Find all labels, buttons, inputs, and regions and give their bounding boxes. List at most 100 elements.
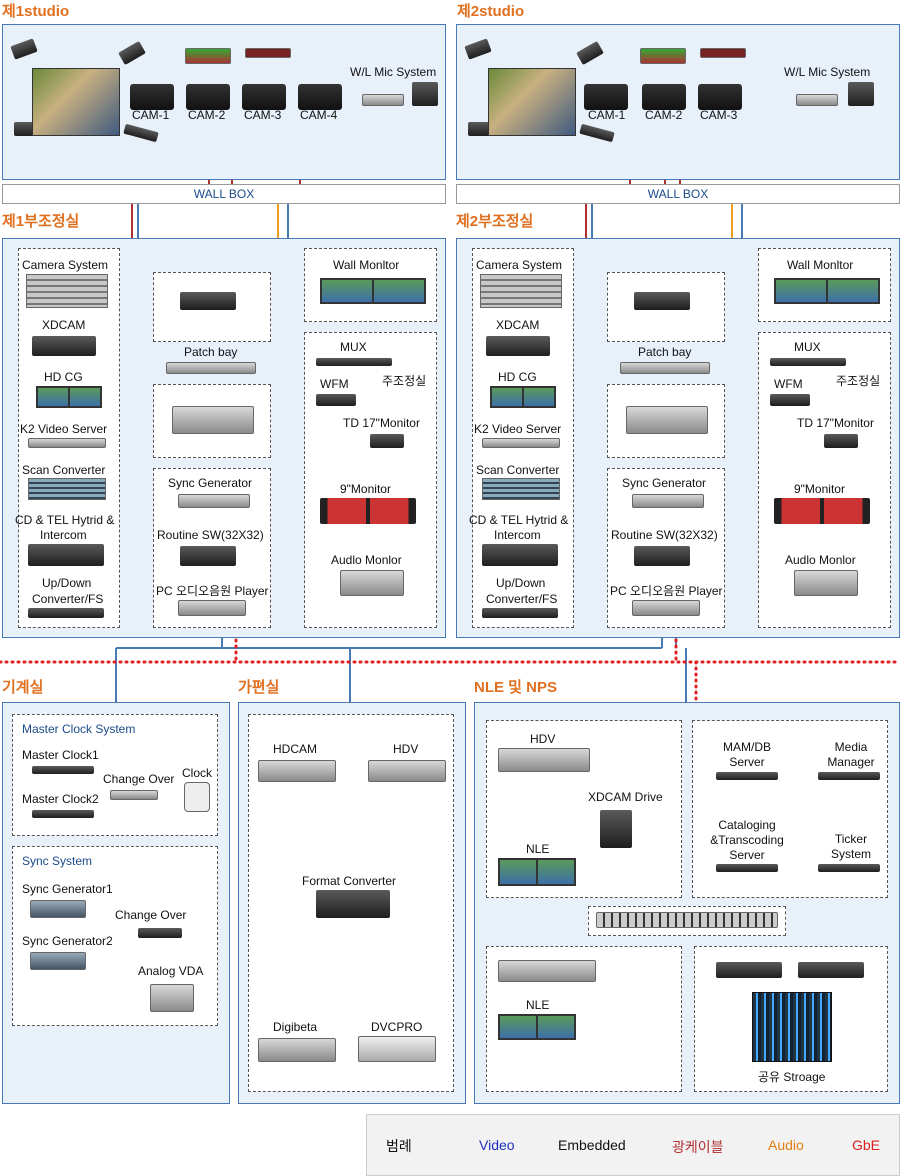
hd-cg-monitor [490,386,524,408]
mux-label: MUX [340,340,367,354]
master-clock2-device [32,810,94,818]
wall-box-2: WALL BOX [456,184,900,204]
mux-device [770,358,846,366]
pc-audio-device [178,600,246,616]
wl-mic-label: W/L Mic System [350,65,437,79]
camera-system-device [480,274,562,308]
camera-system-device [26,274,108,308]
tally-display-icon [245,48,291,58]
change-over2-label: Change Over [115,908,187,922]
clock-label: Clock [182,766,213,780]
converter-fs-label: Converter/FS [486,592,558,606]
wall-monitor-screen [826,278,880,304]
routine-sw-device [180,546,236,566]
digibeta-device [258,1038,336,1062]
camera-icon [186,84,230,110]
cataloging-label: &Transcoding [710,833,784,847]
mux-device [316,358,392,366]
console-device [172,406,254,434]
cam-label: CAM-2 [188,108,226,122]
td-monitor-label: TD 17"Monitor [343,416,420,430]
hd-cg-monitor [68,386,102,408]
legend-title: 범례 [386,1138,412,1154]
dvcpro-device [358,1036,436,1062]
routine-sw-label: Routine SW(32X32) [611,528,718,542]
camera-icon [698,84,742,110]
hd-cg-label: HD CG [44,370,83,384]
intercom-label: Intercom [494,528,541,542]
master-clock2-label: Master Clock2 [22,792,99,806]
sync-gen1-label: Sync Generator1 [22,882,113,896]
dvcpro-label: DVCPRO [371,1020,423,1034]
gbe-switch-device [596,912,778,928]
camera-icon [298,84,342,110]
nle1-label: NLE [526,842,550,856]
analog-vda-label: Analog VDA [138,964,204,978]
main-control-label: 주조정실 [382,374,427,388]
xdcam-drive-device [600,810,632,848]
main-control-label: 주조정실 [836,374,881,388]
speaker-icon [848,82,874,106]
cam-label: CAM-1 [132,108,170,122]
audio-monitor-device [794,570,858,596]
clock-icon [184,782,210,812]
sync-gen-label: Sync Generator [168,476,253,490]
scan-converter-device [28,478,106,500]
analog-vda-device [150,984,194,1012]
cd-tel-label: CD & TEL Hytrid & [15,513,115,527]
format-converter-device [316,890,390,918]
hdv-label: HDV [393,742,419,756]
nle-hdv-device [498,748,590,772]
media-manager-label: Manager [827,755,875,769]
cataloging-label: Server [729,848,765,862]
camera-icon [584,84,628,110]
digibeta-label: Digibeta [273,1020,318,1034]
hd-cg-label: HD CG [498,370,537,384]
nine-monitor-label: 9"Monitor [794,482,845,496]
speaker-icon [412,82,438,106]
mam-label: Server [729,755,765,769]
sync-gen-device [632,494,704,508]
audio-monitor-device [340,570,404,596]
switcher-box [607,272,725,342]
wl-mic-label: W/L Mic System [784,65,871,79]
audio-monitor-label: Audlo Monlor [785,553,856,567]
updown-label: Up/Down [42,576,92,590]
xdcam-device [32,336,96,356]
scan-converter-label: Scan Converter [476,463,560,477]
tally-display-icon [640,48,686,64]
sub-title: 제2부조정실 [456,213,534,230]
wfm-device [770,394,810,406]
patch-bay-label: Patch bay [638,345,692,359]
cataloging-server-device [716,864,778,872]
legend-embedded: Embedded [558,1137,626,1153]
wall-monitor-label: Wall Monltor [787,258,854,272]
change-over-device [110,790,158,800]
scan-converter-device [482,478,560,500]
change-over2-device [138,928,182,938]
legend-gbe: GbE [852,1137,881,1153]
master-clock1-label: Master Clock1 [22,748,99,762]
switcher-device [634,292,690,310]
xdcam-device [486,336,550,356]
routine-sw-label: Routine SW(32X32) [157,528,264,542]
cam-label: CAM-3 [244,108,282,122]
media-manager-device [818,772,880,780]
nle2-monitor [498,1014,538,1040]
deck-device [498,960,596,982]
edit-room-title: 가편실 [238,679,280,696]
wfm-device [316,394,356,406]
studio1-title: 제1studio [2,3,70,20]
nle1-monitor [536,858,576,886]
k2-label: K2 Video Server [20,422,108,436]
cam-label: CAM-2 [645,108,683,122]
patch-bay-label: Patch bay [184,345,238,359]
camera-icon [242,84,286,110]
mam-label: MAM/DB [723,740,771,754]
cd-tel-device [28,544,104,566]
patch-bay-device [166,362,256,374]
patch-bay-device [620,362,710,374]
wall-monitor-screen [320,278,374,304]
td-monitor-label: TD 17"Monitor [797,416,874,430]
converter-fs-device [482,608,558,618]
